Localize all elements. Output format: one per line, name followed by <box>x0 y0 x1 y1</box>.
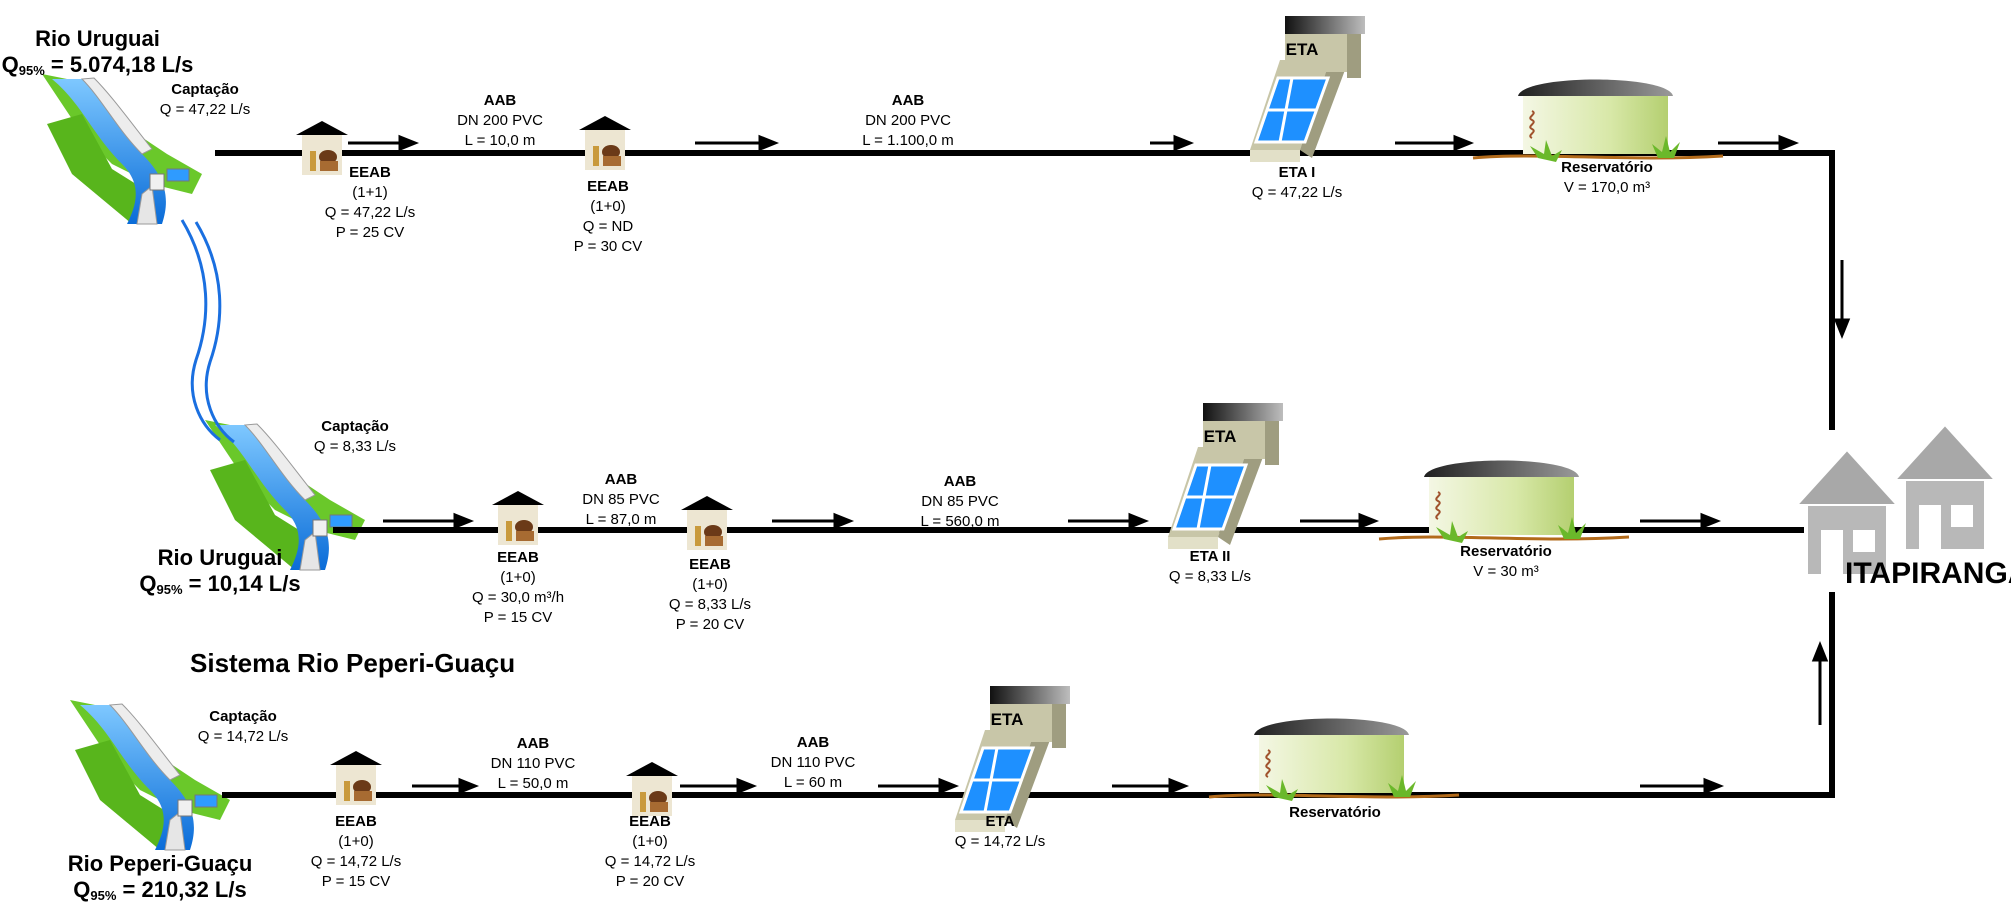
river-name: Rio Uruguai <box>35 26 160 51</box>
aab-top-2: AAB DN 200 PVC L = 1.100,0 m <box>862 92 954 149</box>
eeab-middle-2-label: EEAB (1+0) Q = 8,33 L/s P = 20 CV <box>668 556 752 633</box>
eeab-bottom-2 <box>626 762 678 816</box>
flow-arrows <box>348 134 1851 795</box>
eeab-bottom-2-label: EEAB (1+0) Q = 14,72 L/s P = 20 CV <box>604 813 696 890</box>
eta-bottom-label: ETA Q = 14,72 L/s <box>954 813 1046 850</box>
eeab-middle-1 <box>492 491 544 545</box>
aab-bottom-1: AAB DN 110 PVC L = 50,0 m <box>490 735 576 792</box>
river-label-bottom: Rio Peperi-Guaçu Q95% = 210,32 L/s <box>60 851 260 909</box>
river-label-top: Rio Uruguai Q95% = 5.074,18 L/s <box>1 26 194 78</box>
city-house-back <box>1894 424 1996 551</box>
eta-bottom <box>953 684 1072 834</box>
aab-top-1: AAB DN 200 PVC L = 10,0 m <box>457 92 543 149</box>
eeab-middle-2 <box>681 496 733 550</box>
eeab-bottom-1-label: EEAB (1+0) Q = 14,72 L/s P = 15 CV <box>310 813 402 890</box>
river-name: Rio Uruguai <box>157 545 283 570</box>
captacao-top: Captação Q = 47,22 L/s <box>159 81 251 118</box>
reservoir-top-label: Reservatório V = 170,0 m³ <box>1561 159 1653 196</box>
eta-top <box>1248 14 1367 164</box>
captacao-middle: Captação Q = 8,33 L/s <box>313 418 397 455</box>
river-label-middle: Rio Uruguai Q95% = 10,14 L/s <box>120 545 320 603</box>
reservoir-middle-label: Reservatório V = 30 m³ <box>1460 543 1552 580</box>
aab-middle-2: AAB DN 85 PVC L = 560,0 m <box>920 473 1000 530</box>
captacao-bottom: Captação Q = 14,72 L/s <box>197 708 289 745</box>
reservoir-bottom-label: Reservatório <box>1289 804 1381 821</box>
eeab-top-1-label: EEAB (1+1) Q = 47,22 L/s P = 25 CV <box>324 164 416 241</box>
system-title: Sistema Rio Peperi-Guaçu <box>190 648 516 678</box>
eta-middle-label: ETA II Q = 8,33 L/s <box>1168 548 1252 585</box>
aab-middle-1: AAB DN 85 PVC L = 87,0 m <box>582 471 660 528</box>
eta-top-label: ETA I Q = 47,22 L/s <box>1251 164 1343 201</box>
eeab-top-2 <box>579 116 631 170</box>
eeab-top-2-label: EEAB (1+0) Q = ND P = 30 CV <box>573 178 643 255</box>
river-name: Rio Peperi-Guaçu <box>67 851 253 876</box>
reservoir-top <box>1471 78 1725 164</box>
eeab-bottom-1 <box>330 751 382 805</box>
eta-sign-bottom: ETA <box>991 710 1024 729</box>
city-name: ITAPIRANGA <box>1845 557 2011 590</box>
aab-bottom-2: AAB DN 110 PVC L = 60 m <box>770 734 856 791</box>
reservoir-bottom <box>1207 717 1461 803</box>
eta-sign-middle: ETA <box>1204 427 1237 446</box>
eta-sign-top: ETA <box>1286 40 1319 59</box>
eeab-middle-1-label: EEAB (1+0) Q = 30,0 m³/h P = 15 CV <box>471 549 565 626</box>
